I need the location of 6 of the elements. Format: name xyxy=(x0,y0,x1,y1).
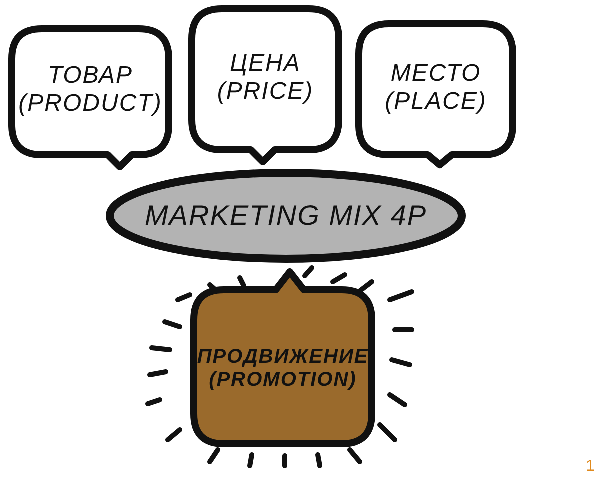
node-label: МЕСТО (PLACE) xyxy=(384,60,488,116)
node-label: MARKETING MIX 4P xyxy=(144,200,428,232)
page-number: 1 xyxy=(586,458,595,476)
node-label: ЦЕНА (PRICE) xyxy=(216,50,315,106)
node-label: ПРОДВИЖЕНИЕ (PROMOTION) xyxy=(197,346,369,392)
node-label: ТОВАР (PRODUCT) xyxy=(18,62,163,118)
